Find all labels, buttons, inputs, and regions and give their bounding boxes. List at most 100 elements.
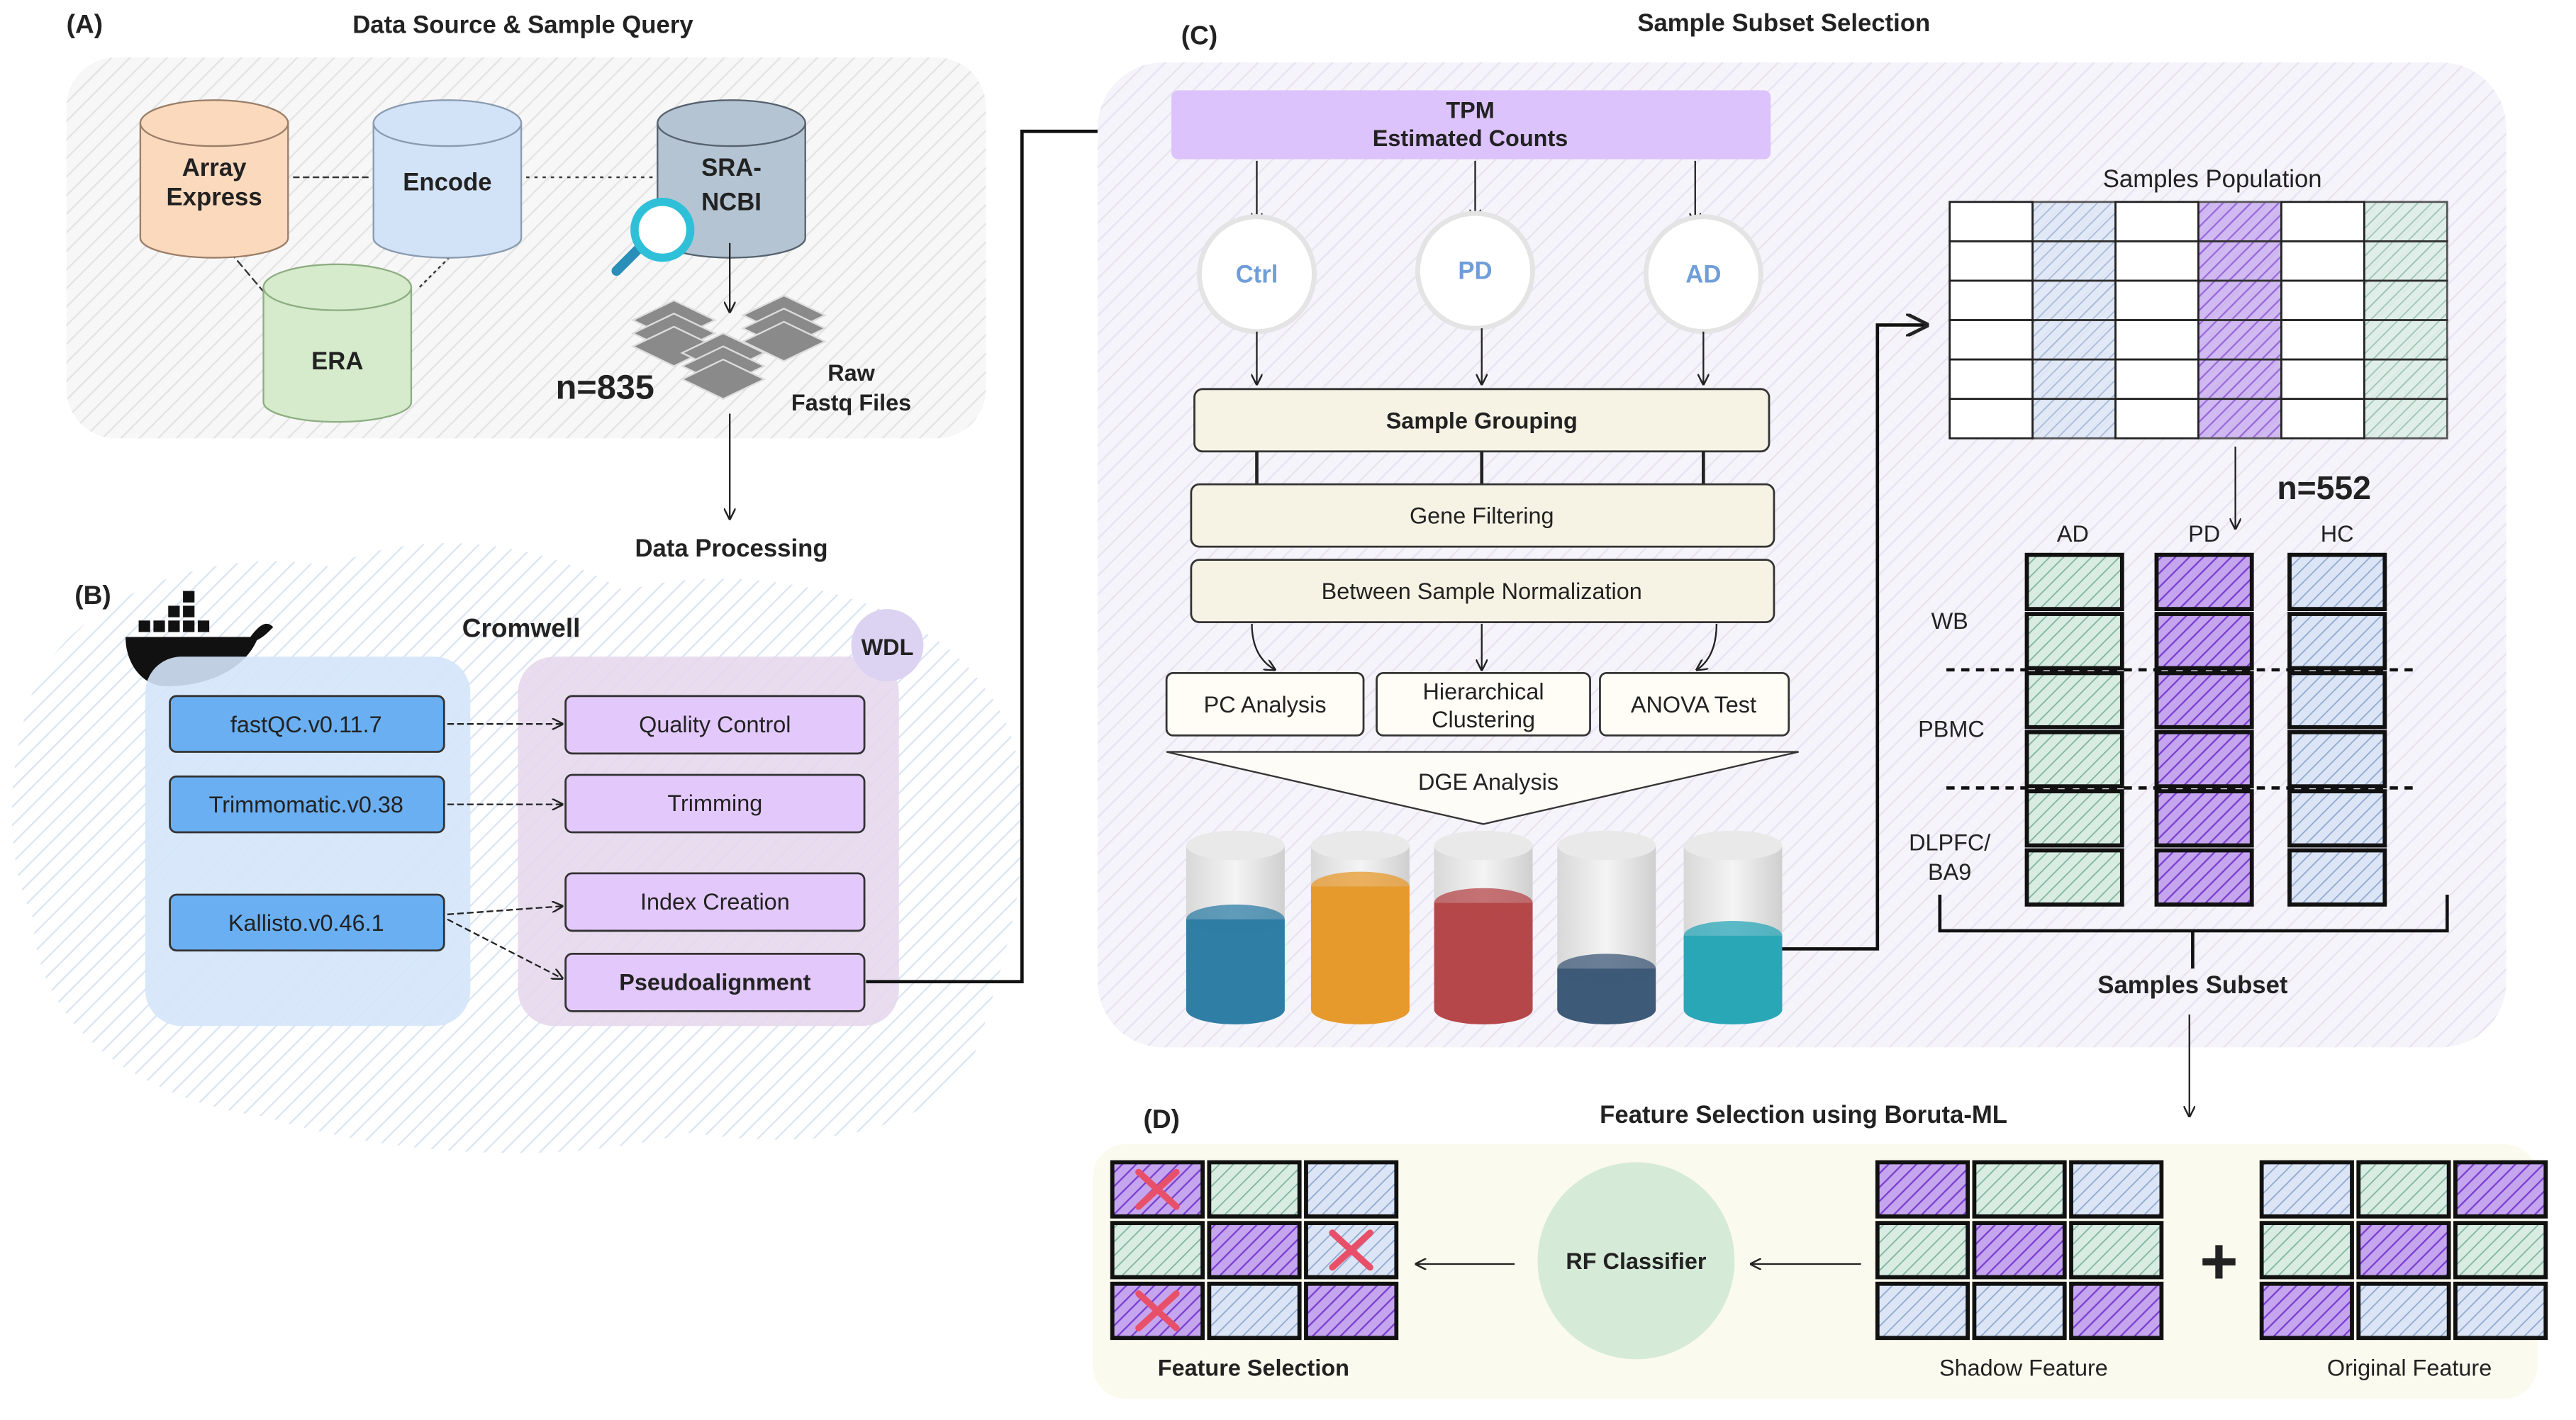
wdl-badge-label: WDL (862, 634, 914, 660)
panel-d-label: (D) (1143, 1104, 1179, 1134)
subset-label: Samples Subset (2097, 972, 2288, 999)
feature-cell (1972, 1281, 2067, 1341)
subset-cell (2024, 789, 2124, 848)
raw-files-label: Fastq Files (791, 390, 911, 415)
rejected-x-icon (1135, 1290, 1180, 1331)
database-label: ERA (311, 348, 363, 375)
population-cell (2197, 279, 2282, 321)
result-cylinder (1434, 830, 1533, 1024)
population-cell (2031, 358, 2117, 401)
original-feature-grid (2259, 1160, 2548, 1341)
subset-cell (2287, 612, 2387, 671)
cylinder-top (1557, 830, 1656, 861)
feature-cell (2453, 1281, 2548, 1341)
feature-cell (2356, 1221, 2451, 1280)
subset-bracket (1938, 895, 2449, 969)
gene-filtering-label: Gene Filtering (1410, 503, 1554, 529)
subset-cell (2154, 789, 2254, 848)
tool-label: Kallisto.v0.46.1 (228, 910, 384, 936)
tpm-label: Estimated Counts (1373, 125, 1568, 151)
result-cylinder (1683, 830, 1783, 1024)
cylinder-liquid (1310, 886, 1410, 1024)
pc-analysis-box (1165, 672, 1365, 737)
population-cell (2280, 201, 2365, 242)
population-cell (2031, 319, 2117, 361)
result-cylinders (1186, 830, 1783, 1024)
column-header-ad: AD (2057, 521, 2089, 547)
tissue-label-ba9: BA9 (1928, 859, 1971, 885)
step-quality-control: Quality Control (564, 695, 866, 755)
group-ctrl: Ctrl (1196, 214, 1317, 335)
cylinder-top (1186, 830, 1285, 861)
feature-cell (2453, 1160, 2548, 1219)
subset-cell (2154, 552, 2254, 611)
samples-population-grid (1948, 201, 2448, 440)
population-cell (2280, 319, 2365, 361)
feature-cell (2356, 1160, 2451, 1219)
step-label: Quality Control (639, 712, 791, 737)
feature-cell (1875, 1160, 1970, 1219)
x-stroke (1135, 1290, 1180, 1331)
cylinder-liquid (1434, 902, 1533, 1024)
shadow-feature-label: Shadow Feature (1939, 1355, 2108, 1380)
database-array-express: Array Express (139, 99, 289, 259)
feature-cell (2259, 1160, 2354, 1219)
subset-cell (2024, 612, 2124, 671)
population-cell (2197, 240, 2282, 282)
cylinder-liquid-surface (1310, 871, 1410, 902)
subset-cell (2154, 612, 2254, 671)
panel-c-label: (C) (1181, 21, 1217, 50)
population-cell (2114, 201, 2199, 242)
tpm-box (1171, 90, 1771, 160)
population-cell (2114, 240, 2199, 282)
population-cell (2114, 279, 2199, 321)
feature-cell (1110, 1221, 1205, 1280)
feature-cell (1972, 1160, 2067, 1219)
rejected-x-icon (1329, 1229, 1373, 1271)
tissue-label-pbmc: PBMC (1918, 717, 1985, 742)
population-cell (2363, 240, 2448, 282)
dge-funnel (1166, 751, 1799, 825)
sample-grouping-label: Sample Grouping (1386, 408, 1578, 433)
population-cell (2363, 398, 2448, 440)
original-feature-label: Original Feature (2327, 1355, 2492, 1380)
population-cell (2114, 398, 2199, 440)
feature-cell (2069, 1160, 2164, 1219)
group-label: Ctrl (1236, 261, 1278, 288)
arrow (447, 918, 562, 978)
population-cell (1948, 398, 2034, 440)
cylinder-liquid-surface (1186, 904, 1285, 934)
feature-selection-grid (1110, 1160, 1399, 1341)
feature-selection-label: Feature Selection (1158, 1355, 1349, 1380)
rf-classifier-label: RF Classifier (1566, 1248, 1706, 1274)
anova-test-box (1599, 672, 1790, 737)
population-cell (2363, 201, 2448, 242)
subset-cell (2154, 729, 2254, 789)
fastq-files-icon (630, 294, 827, 400)
hierarchical-clustering-label: Hierarchical (1423, 678, 1544, 704)
tool-label: fastQC.v0.11.7 (230, 712, 382, 737)
normalization-label: Between Sample Normalization (1322, 578, 1642, 604)
tissue-label-wb: WB (1931, 608, 1968, 634)
subset-cell (2154, 848, 2254, 907)
tool-fastqc: fastQC.v0.11.7 (169, 695, 445, 753)
cylinder-liquid-surface (1683, 921, 1783, 951)
population-label: Samples Population (2103, 166, 2322, 193)
column-header-pd: PD (2188, 521, 2220, 547)
subset-cell (2287, 789, 2387, 848)
subset-cell (2287, 671, 2387, 729)
step-pseudoalignment: Pseudoalignment (564, 952, 866, 1012)
tool-trimmomatic: Trimmomatic.v0.38 (169, 775, 445, 834)
panel-b-label: (B) (74, 580, 111, 610)
population-cell (2114, 358, 2199, 401)
population-cell (2280, 358, 2365, 401)
subset-cell (2287, 552, 2387, 611)
raw-files-label: Raw (827, 360, 875, 386)
feature-cell (1207, 1160, 1302, 1219)
hierarchical-clustering-box (1376, 672, 1591, 737)
cylinder-top (1434, 830, 1533, 861)
feature-cell (1304, 1281, 1399, 1341)
arrow (1697, 623, 1718, 670)
subset-cell (2024, 848, 2124, 907)
